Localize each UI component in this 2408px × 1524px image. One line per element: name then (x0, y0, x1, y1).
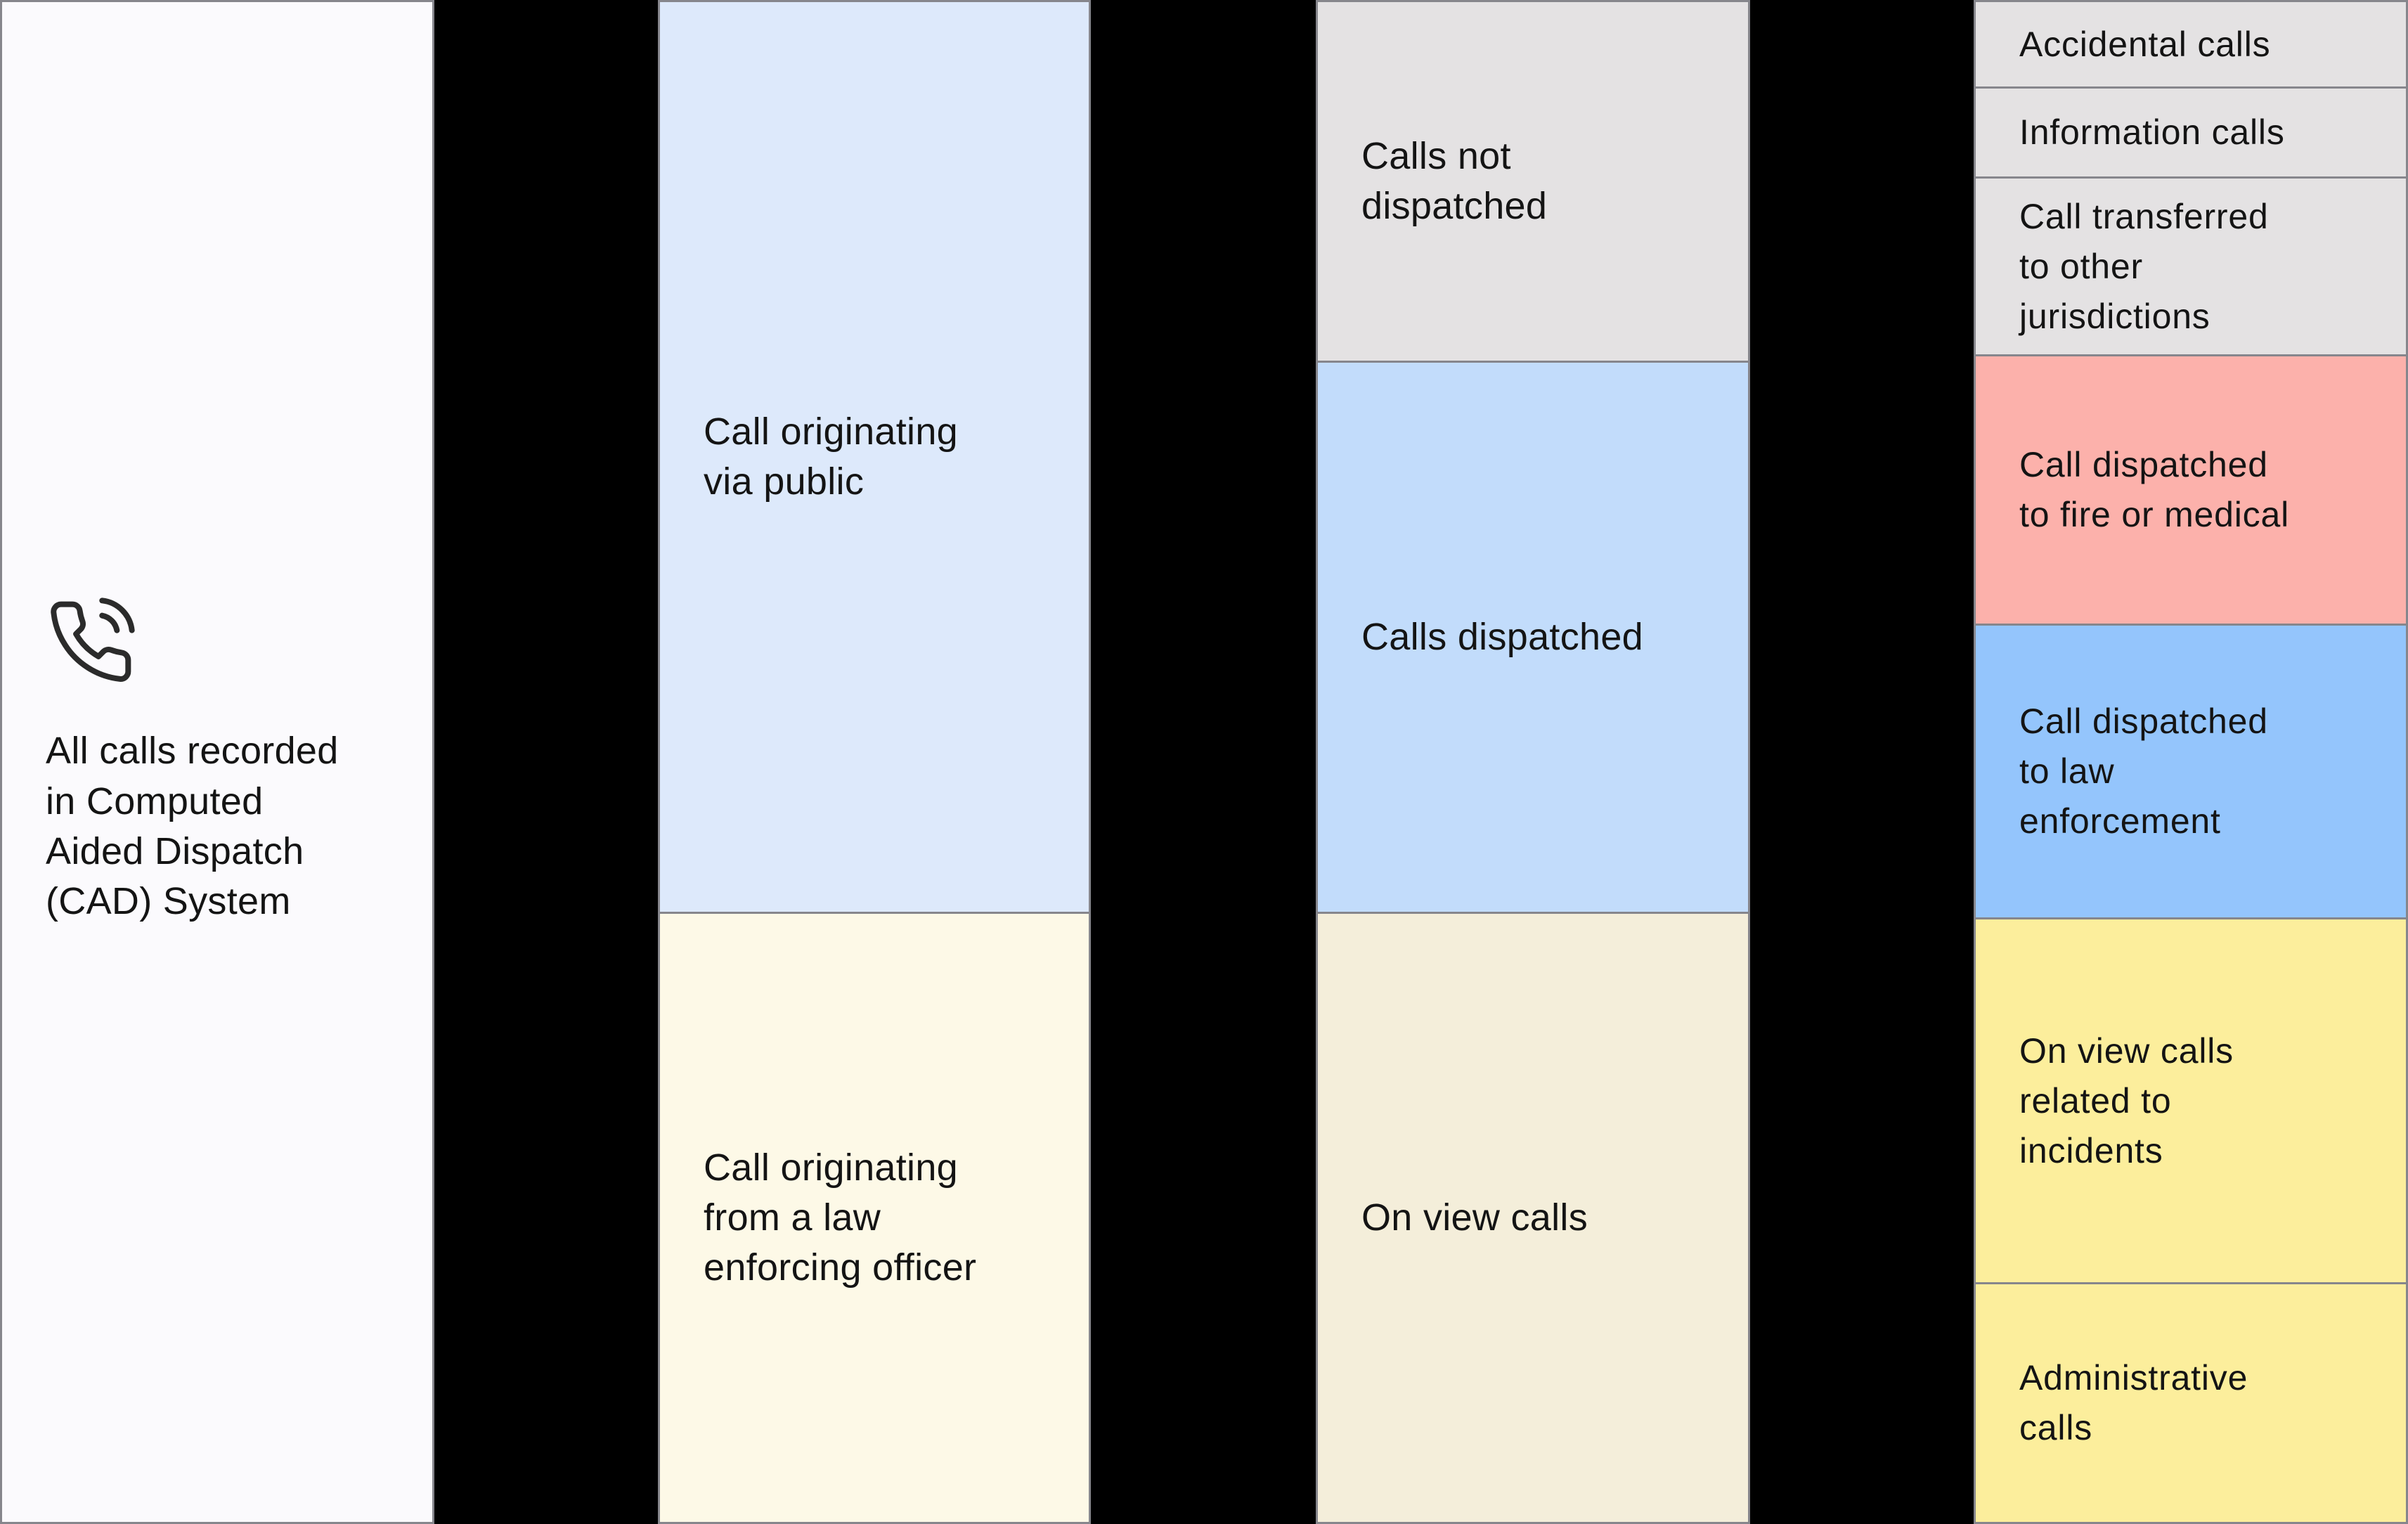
box-label: All calls recorded in Computed Aided Dis… (46, 730, 339, 923)
box-call-dispatched-law-enforcement: Call dispatched to law enforcement (1974, 626, 2408, 919)
box-label: Calls dispatched (1361, 615, 1644, 658)
box-label: Information calls (2019, 112, 2285, 152)
box-label: Calls not dispatched (1361, 134, 1548, 227)
box-label: Administrative calls (2019, 1358, 2248, 1447)
box-administrative-calls: Administrative calls (1974, 1284, 2408, 1524)
box-calls-dispatched: Calls dispatched (1316, 363, 1750, 914)
box-call-originating-via-public: Call originating via public (658, 0, 1091, 914)
box-calls-not-dispatched: Calls not dispatched (1316, 0, 1750, 363)
box-call-dispatched-fire-medical: Call dispatched to fire or medical (1974, 356, 2408, 626)
column-call-outcome: Accidental calls Information calls Call … (1974, 0, 2408, 1524)
box-label: Call originating via public (704, 410, 958, 503)
box-label: On view calls related to incidents (2019, 1031, 2234, 1170)
box-all-calls-cad: All calls recorded in Computed Aided Dis… (0, 0, 434, 1524)
column-cad-system: All calls recorded in Computed Aided Dis… (0, 0, 434, 1524)
box-information-calls: Information calls (1974, 89, 2408, 179)
box-label: Call dispatched to law enforcement (2019, 702, 2268, 841)
box-call-transferred-other-jurisdictions: Call transferred to other jurisdictions (1974, 179, 2408, 356)
box-on-view-calls: On view calls (1316, 914, 1750, 1524)
column-dispatch-status: Calls not dispatched Calls dispatched On… (1316, 0, 1750, 1524)
box-label: Call dispatched to fire or medical (2019, 445, 2289, 534)
box-accidental-calls: Accidental calls (1974, 0, 2408, 89)
box-label: Call originating from a law enforcing of… (704, 1146, 977, 1289)
phone-call-icon (51, 598, 135, 683)
column-call-origin: Call originating via public Call origina… (658, 0, 1091, 1524)
box-call-originating-from-officer: Call originating from a law enforcing of… (658, 914, 1091, 1524)
box-label: Accidental calls (2019, 24, 2271, 64)
box-label: Call transferred to other jurisdictions (2019, 196, 2269, 336)
box-label: On view calls (1361, 1196, 1588, 1239)
box-on-view-calls-incidents: On view calls related to incidents (1974, 919, 2408, 1284)
